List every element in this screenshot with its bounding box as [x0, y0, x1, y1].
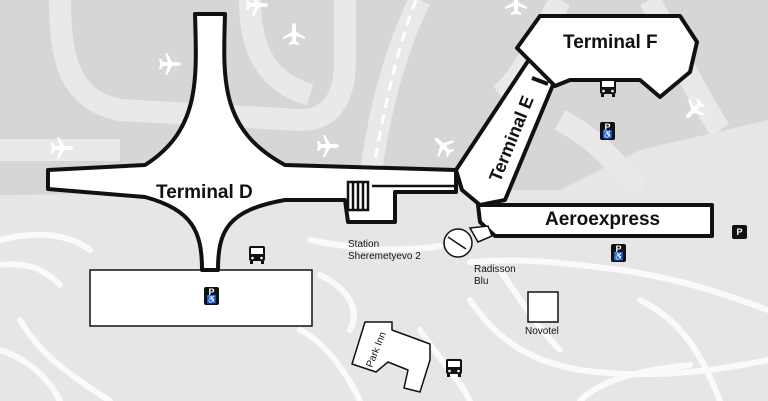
radisson-blu-building [443, 225, 493, 258]
radisson-label-line-2: Blu [474, 276, 489, 287]
wheelchair-icon: ♿ [602, 130, 613, 139]
station-label: Station Sheremetyevo 2 [348, 239, 421, 263]
parking-icon: P [732, 225, 747, 239]
parking-letter: P [208, 287, 215, 297]
bus-icon [249, 246, 265, 264]
guidance-line [370, 0, 418, 179]
park-inn-building [351, 321, 431, 393]
terminal-f-building [515, 14, 699, 99]
wheelchair-icon: ♿ [613, 252, 624, 261]
parking-icon: P ♿ [611, 244, 626, 262]
parking-letter: P [615, 244, 622, 254]
terminal-f-label: Terminal F [563, 32, 658, 53]
parking-letter: P [604, 122, 611, 132]
station-label-line-2: Sheremetyevo 2 [348, 251, 421, 262]
terminal-d-parking-lot [89, 269, 313, 327]
parking-letter: P [736, 227, 743, 237]
radisson-label: Radisson Blu [474, 264, 516, 288]
terminal-d-gallery-detail [346, 180, 456, 212]
terminal-d-label: Terminal D [156, 182, 253, 203]
station-label-line-1: Station [348, 239, 380, 250]
parking-icon: P ♿ [204, 287, 219, 305]
novotel-building [527, 291, 559, 323]
aeroexpress-label: Aeroexpress [545, 209, 661, 230]
wheelchair-icon: ♿ [206, 295, 217, 304]
parking-icon: P ♿ [600, 122, 615, 140]
aeroexpress-building [476, 203, 714, 238]
novotel-label: Novotel [525, 326, 559, 337]
radisson-label-line-1: Radisson [474, 264, 516, 275]
